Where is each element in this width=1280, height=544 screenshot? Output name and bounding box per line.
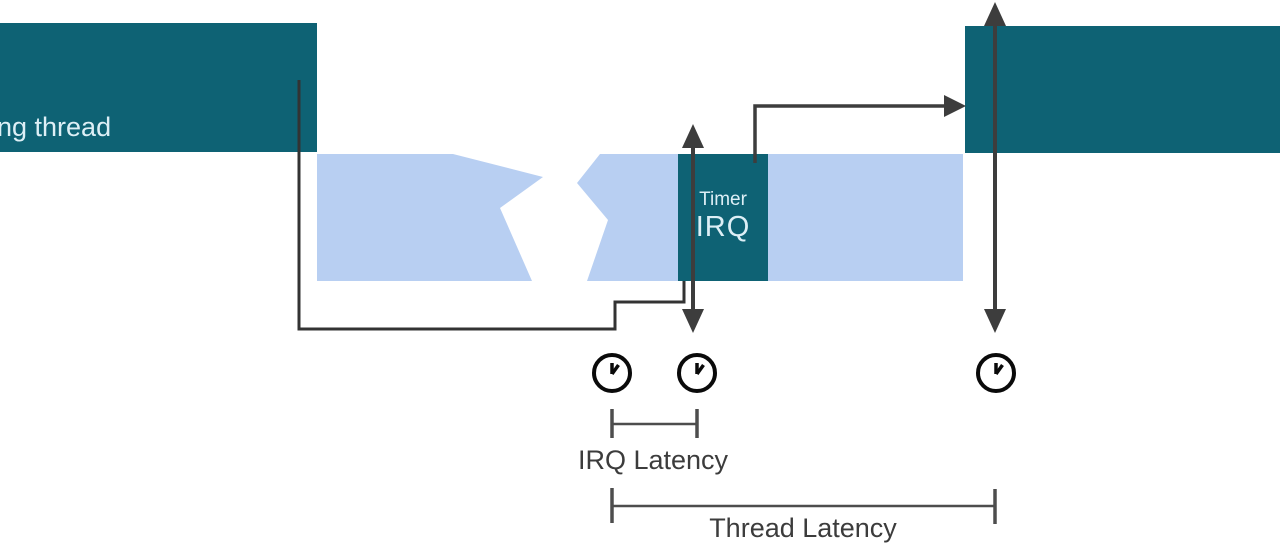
irq-latency-label: IRQ Latency: [577, 445, 729, 475]
preempted-band-right: [577, 154, 963, 281]
thread-preempt-connector-line: [297, 80, 686, 331]
running-thread-block: [0, 23, 317, 152]
resumed-thread-block: [965, 26, 1280, 153]
timer-irq-label: Timer IRQ: [678, 190, 768, 242]
irq-latency-bracket: [610, 409, 699, 438]
timer-irq-label-line1: Timer: [699, 189, 747, 210]
timer-irq-label-line2: IRQ: [695, 211, 751, 243]
clock-icon: [592, 353, 632, 393]
thread-latency-bracket: [610, 488, 997, 524]
schedule-arrow-icon: [753, 95, 966, 163]
running-thread-label: ng thread: [0, 112, 112, 142]
thread-resume-double-arrow-icon: [984, 2, 1006, 333]
clock-icon: [677, 353, 717, 393]
irq-event-double-arrow-icon: [682, 124, 704, 333]
preempted-band-left: [317, 154, 543, 281]
clock-icon: [976, 353, 1016, 393]
thread-latency-label: Thread Latency: [709, 513, 897, 543]
